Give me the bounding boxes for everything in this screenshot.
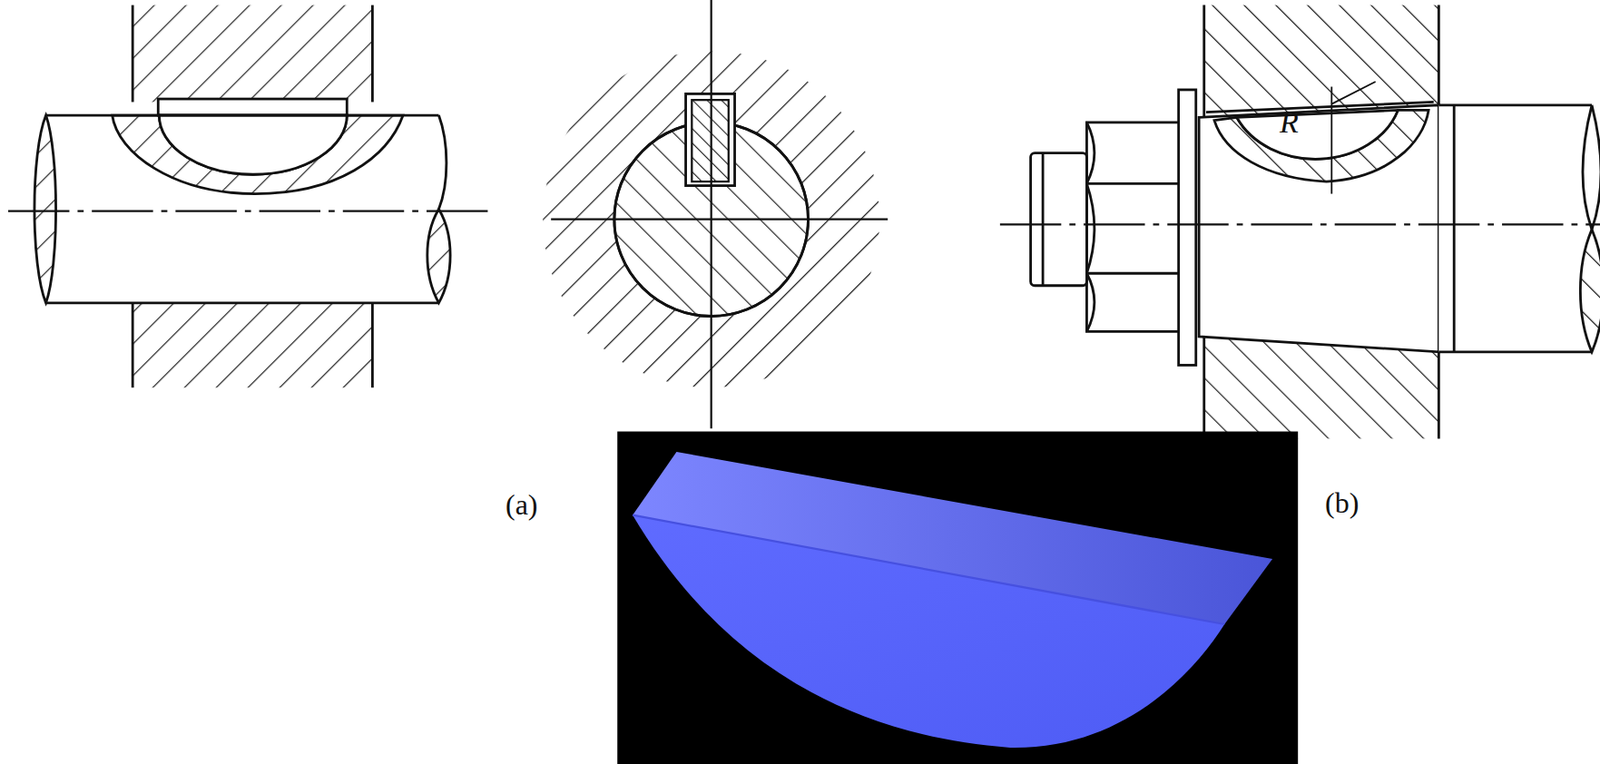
radius-label: R [1279,107,1299,138]
key-render [617,431,1298,764]
figure-b [1000,5,1600,440]
figure-a-section [540,0,888,429]
figure-a-side [8,5,491,389]
figure-label: (a) [505,490,539,520]
figure-label: (b) [1325,488,1359,518]
